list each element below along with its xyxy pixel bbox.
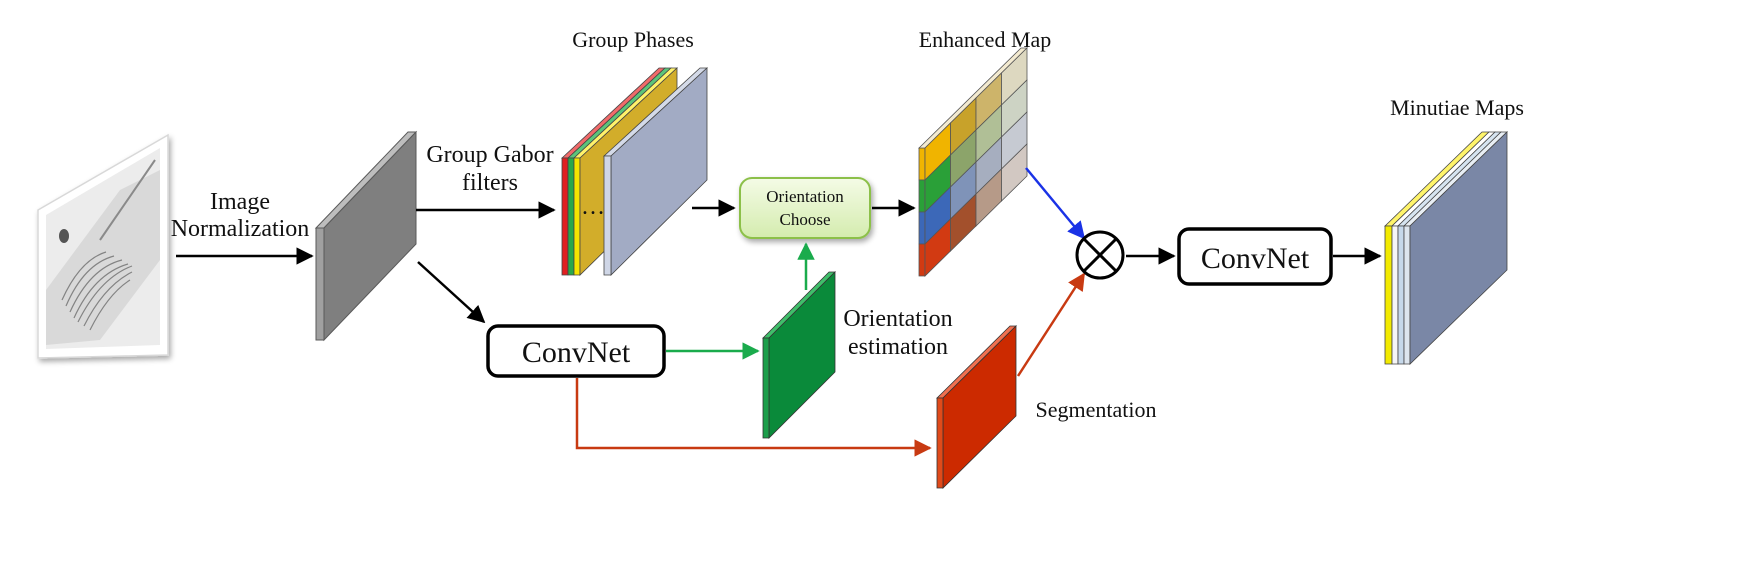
- segmentation-map-slab: [936, 325, 1017, 489]
- segmentation-label: Segmentation: [1036, 397, 1157, 422]
- minutiae-maps-stack: [1384, 131, 1508, 365]
- convnet-final-label: ConvNet: [1201, 242, 1310, 275]
- enhanced-map-grid: [918, 47, 1028, 277]
- enhanced-map-edge-cell: [918, 179, 926, 213]
- orientation-choose-box: [739, 177, 871, 239]
- group-gabor-label: Group Gabor: [426, 142, 553, 168]
- enhanced-map-title: Enhanced Map: [919, 27, 1052, 52]
- enhanced-map-edge-cell: [918, 243, 926, 277]
- arrow-enhanced-to-multiply: [1025, 167, 1086, 240]
- convnet-final-box: [1177, 227, 1333, 286]
- group-phases-title: Group Phases: [572, 27, 694, 52]
- ellipsis-label: …: [581, 194, 605, 220]
- image-normalization-label: Image: [210, 189, 270, 215]
- convnet-main-label: ConvNet: [522, 336, 631, 369]
- arrow-to-convnet: [417, 261, 486, 324]
- group-phases-stack: [560, 67, 709, 276]
- orientation-estimation-label-2: estimation: [848, 334, 948, 360]
- fingerprint-image-icon: [37, 133, 169, 359]
- orientation-estimation-label: Orientation: [843, 306, 952, 332]
- convnet-main-box: [486, 324, 666, 378]
- orientation-map-slab: [762, 271, 836, 439]
- orientation-choose-label-2: Choose: [780, 210, 831, 229]
- enhanced-map-edge-cell: [918, 211, 926, 245]
- enhanced-map-cell: [1001, 143, 1028, 202]
- normalized-image-slab: [314, 130, 418, 342]
- image-normalization-label-2: Normalization: [171, 216, 310, 242]
- enhanced-map-edge-cell: [918, 147, 926, 181]
- group-gabor-label-2: filters: [462, 170, 518, 196]
- circled-times-icon: [1075, 230, 1125, 280]
- arrow-segmentation-to-multiply: [1016, 272, 1086, 377]
- arrow-convnet-to-segmentation: [575, 378, 932, 457]
- minutiae-maps-title: Minutiae Maps: [1390, 95, 1524, 120]
- orientation-choose-label: Orientation: [766, 187, 844, 206]
